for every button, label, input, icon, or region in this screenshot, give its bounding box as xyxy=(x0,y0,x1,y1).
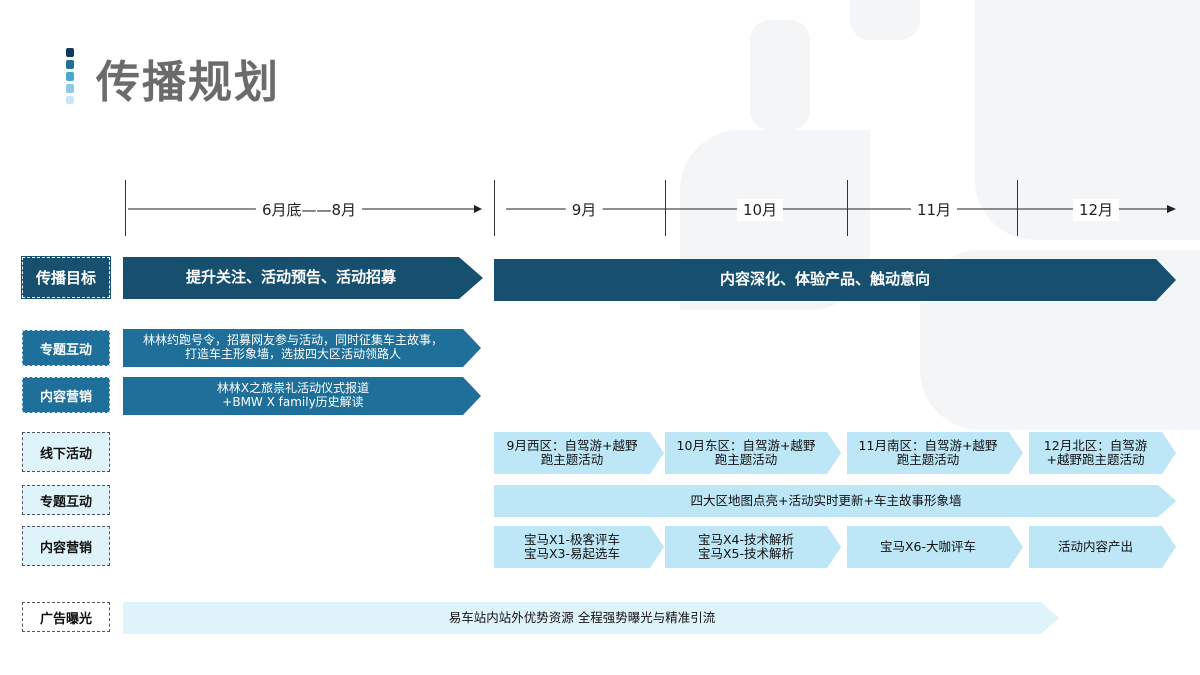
phase2-content-x1-x3: 宝马X1-极客评车 宝马X3-易起选车 xyxy=(494,526,664,568)
row-label-goal: 传播目标 xyxy=(21,256,111,299)
row-label-topic-1: 专题互动 xyxy=(22,330,110,366)
goal-phase-1-arrow: 提升关注、活动预告、活动招募 xyxy=(123,257,483,299)
phase2-topic-arrow: 四大区地图点亮+活动实时更新+车主故事形象墙 xyxy=(494,485,1176,517)
offline-event-sep: 9月西区：自驾游+越野 跑主题活动 xyxy=(494,432,664,474)
timeline-divider xyxy=(125,180,126,236)
timeline-divider xyxy=(494,180,495,236)
offline-event-oct: 10月东区：自驾游+越野 跑主题活动 xyxy=(665,432,841,474)
goal-phase-2-arrow: 内容深化、体验产品、触动意向 xyxy=(494,259,1176,301)
timeline-divider xyxy=(847,180,848,236)
timeline-period-jun-aug: 6月底——8月 xyxy=(255,199,363,221)
timeline-month-oct: 10月 xyxy=(736,199,784,221)
phase1-content-arrow: 林林X之旅祟礼活动仪式报道 +BMW X family历史解读 xyxy=(123,377,481,415)
offline-event-dec: 12月北区：自驾游 +越野跑主题活动 xyxy=(1029,432,1176,474)
timeline-month-dec: 12月 xyxy=(1072,199,1120,221)
timeline-axis xyxy=(128,205,1176,213)
phase2-content-x4-x5: 宝马X4-技术解析 宝马X5-技术解析 xyxy=(665,526,841,568)
timeline-month-sep: 9月 xyxy=(565,199,603,221)
page-title: 传播规划 xyxy=(96,57,280,108)
title-marker xyxy=(66,48,74,104)
timeline-divider xyxy=(665,180,666,236)
phase2-content-output: 活动内容产出 xyxy=(1029,526,1176,568)
row-label-offline: 线下活动 xyxy=(22,432,110,472)
row-label-content-1: 内容营销 xyxy=(22,377,110,413)
ad-exposure-arrow: 易车站内站外优势资源 全程强势曝光与精准引流 xyxy=(123,602,1059,634)
row-label-topic-2: 专题互动 xyxy=(22,485,110,515)
timeline-month-nov: 11月 xyxy=(910,199,958,221)
row-label-ad: 广告曝光 xyxy=(22,602,110,632)
background-decoration xyxy=(750,20,810,130)
offline-event-nov: 11月南区：自驾游+越野 跑主题活动 xyxy=(847,432,1023,474)
timeline-divider xyxy=(1017,180,1018,236)
phase2-content-x6: 宝马X6-大咖评车 xyxy=(847,526,1023,568)
background-decoration xyxy=(850,0,920,40)
phase1-topic-arrow: 林林约跑号令，招募网友参与活动，同时征集车主故事， 打造车主形象墙，选拔四大区活… xyxy=(123,329,481,367)
row-label-content-2: 内容营销 xyxy=(22,526,110,566)
